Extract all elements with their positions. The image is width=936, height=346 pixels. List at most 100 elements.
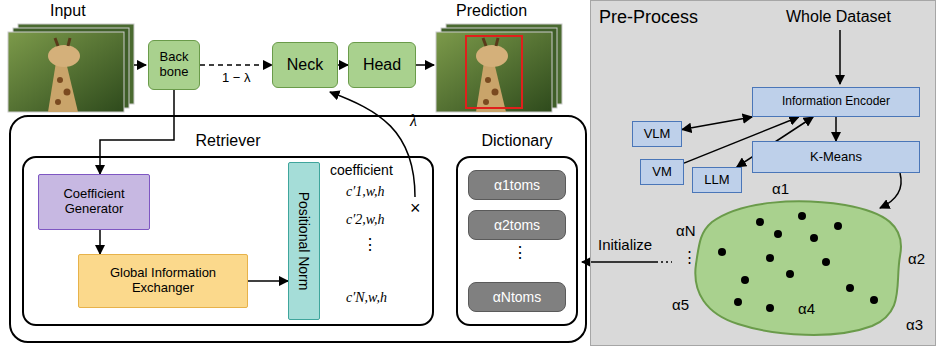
box-label: Neck [287, 56, 323, 74]
initialize-arrow [582, 261, 656, 263]
lambda-arrow [330, 92, 415, 197]
atom-symbol: α3 [906, 316, 923, 333]
image-caption: Input [50, 2, 86, 20]
cluster-arrow [880, 173, 901, 208]
data-point [834, 222, 842, 230]
image-caption: Prediction [456, 2, 527, 20]
dataset-label: Whole Dataset [786, 8, 891, 26]
data-point [810, 234, 818, 242]
ellipsis-mark: ⋮ [512, 244, 528, 262]
box-label: Head [363, 56, 401, 74]
box-label: LLM [704, 173, 729, 188]
giraffe-spot [483, 99, 489, 105]
atom-symbol: α1 [772, 180, 789, 197]
flow-arrow [835, 117, 837, 141]
module-outline [10, 116, 586, 342]
box-label: α1toms [494, 177, 540, 193]
edge-label: 1 − λ [220, 71, 253, 86]
data-point [870, 296, 878, 304]
giraffe-spot [57, 77, 63, 83]
atom-box: α2toms [468, 210, 566, 240]
dataset-arrow [839, 30, 841, 84]
giraffe-head [48, 45, 80, 67]
giraffe-head [476, 45, 508, 67]
dashed-arrow [200, 64, 272, 66]
prediction-image-stack [436, 24, 562, 112]
box-label: Coefficient Generator [43, 187, 145, 217]
data-point [766, 254, 774, 262]
box-label: Back bone [153, 50, 195, 80]
cluster-points [718, 212, 878, 312]
atom-box: α1toms [468, 170, 566, 200]
process-box: Global Information Exchanger [78, 254, 248, 308]
coefficient-heading: coefficient [330, 162, 393, 178]
box-label: K-Means [810, 150, 862, 165]
output-arrow [416, 64, 434, 66]
box-label: α2toms [494, 217, 540, 233]
coefficient-symbol: c′1,w,h [346, 184, 385, 200]
model-box: VLM [632, 121, 682, 147]
input-image-stack [8, 24, 134, 112]
cluster-region [695, 201, 901, 334]
giraffe-spot [485, 77, 491, 83]
backbone-box: Back bone [148, 40, 200, 90]
model-box: VM [640, 159, 684, 185]
data-point [756, 218, 764, 226]
atom-symbol: α2 [908, 250, 925, 267]
data-point [774, 230, 782, 238]
atom-symbol: αN [676, 222, 696, 239]
flow-arrow [248, 280, 288, 282]
box-label: VLM [644, 127, 671, 142]
process-box: Coefficient Generator [38, 174, 150, 230]
norm-bar: Positional Norm [288, 162, 320, 320]
ellipsis-mark: ⋮ [682, 248, 697, 265]
neck-box: Neck [272, 42, 338, 88]
data-point [822, 258, 830, 266]
model-box: LLM [692, 167, 742, 193]
flow-arrow [338, 64, 348, 66]
atom-box: αNtoms [468, 282, 566, 312]
coefficient-symbol: c′2,w,h [346, 212, 385, 228]
flow-arrow [99, 230, 101, 254]
data-point [786, 270, 794, 278]
encoder-box: Information Encoder [752, 87, 920, 117]
giraffe-horn [55, 38, 58, 46]
giraffe-spot [492, 89, 499, 96]
image-frame [436, 32, 552, 112]
input-arrow [134, 64, 146, 66]
atom-symbol: α5 [672, 296, 689, 313]
group-heading: Retriever [24, 132, 432, 150]
giraffe-neck [476, 62, 506, 112]
panel-ground [590, 0, 936, 346]
atom-symbol: α4 [798, 300, 815, 317]
box-label: Positional Norm [296, 192, 312, 291]
flow-arrow [100, 90, 174, 174]
data-point [846, 284, 854, 292]
bounding-box [466, 36, 522, 108]
giraffe-horn [68, 38, 70, 46]
dictionary-group: Dictionaryα1tomsα2tomsαNtoms [456, 156, 578, 326]
giraffe-spot [55, 99, 61, 105]
weight-symbol: λ [410, 112, 417, 130]
data-point [741, 276, 749, 284]
group-heading: Pre-Process [599, 7, 698, 28]
box-label: Global Information Exchanger [83, 266, 243, 296]
group-heading: Dictionary [458, 132, 576, 150]
giraffe-spot [64, 89, 71, 96]
coefficient-symbol: c′N,w,h [346, 290, 387, 306]
kmeans-box: K-Means [752, 141, 920, 173]
data-point [766, 304, 774, 312]
box-label: Information Encoder [782, 95, 890, 109]
head-box: Head [348, 42, 416, 88]
multiply-sign: × [410, 198, 421, 219]
giraffe-neck [48, 62, 78, 112]
ellipsis-mark: ⋮ [362, 236, 378, 254]
box-label: VM [652, 165, 672, 180]
data-point [734, 298, 742, 306]
image-frame [8, 32, 124, 112]
preprocess-panel: Pre-ProcessInformation EncoderK-Means VLM… [590, 0, 936, 346]
giraffe-horn [483, 38, 486, 46]
flow-arrow [682, 117, 752, 130]
